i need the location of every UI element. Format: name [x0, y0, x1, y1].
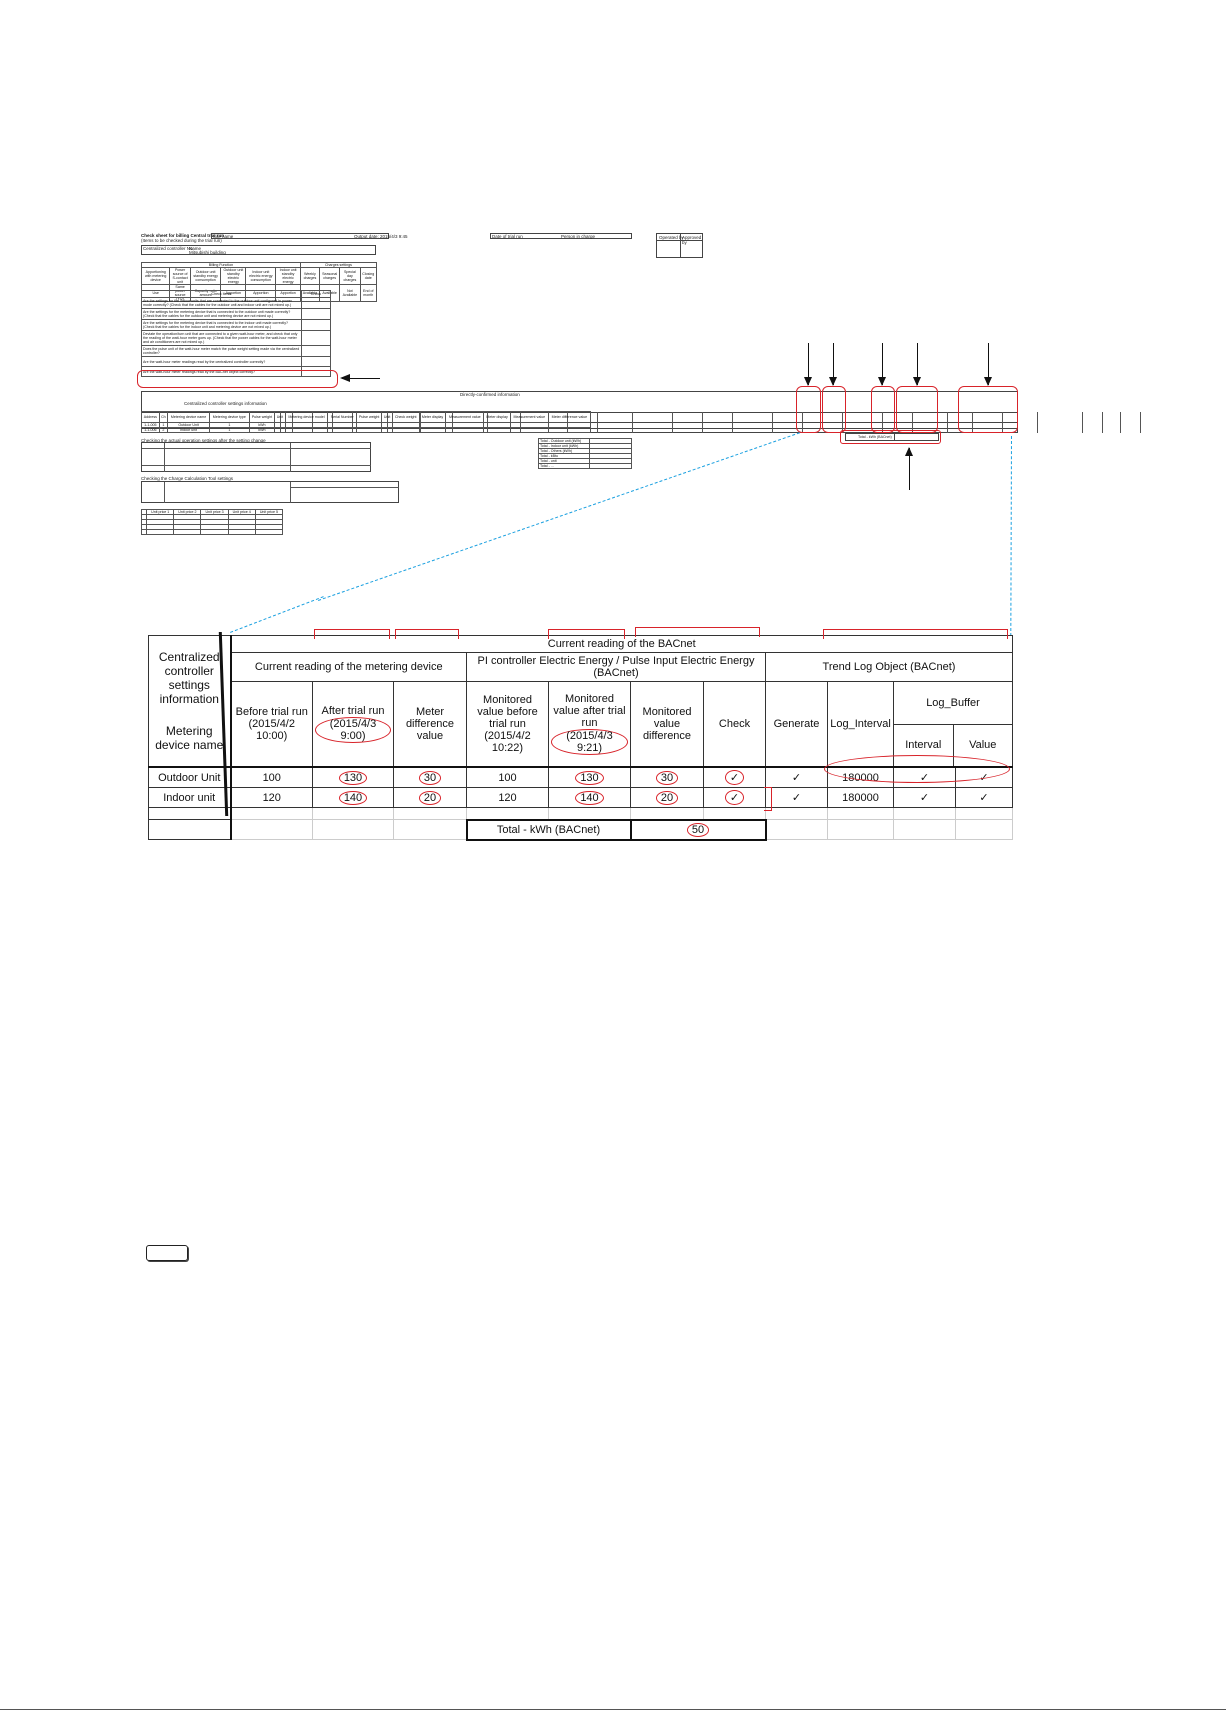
col-before: Before trial run (2015/4/2 10:00)	[230, 681, 313, 768]
bracket-meter-diff	[395, 629, 459, 639]
arrow-down-4	[913, 343, 921, 386]
bracket-after	[314, 629, 390, 639]
check-item-row: Are the settings for the metering device…	[141, 319, 331, 331]
col-after: After trial run(2015/4/3 9:00)	[312, 681, 394, 768]
actual-settings-label: Checking the actual operation settings a…	[141, 438, 266, 443]
totals-mini: Total - Outdoor unit (kWh)Total - Indoor…	[538, 438, 632, 469]
arrow-down-1	[804, 343, 812, 386]
left-header: Centralized controller settings informat…	[148, 635, 232, 768]
col-log-interval: Log_Interval	[827, 681, 894, 768]
col-generate: Generate	[765, 681, 828, 768]
check-item-row: Does the pulse unit of the watt-hour met…	[141, 345, 331, 357]
sheet-subtitle: (Items to be checked during the trial ru…	[141, 238, 222, 243]
col-meter-diff: Meter difference value	[393, 681, 467, 768]
approval-box: Operated by Approved by	[656, 233, 703, 258]
sheet-title: Check sheet for billing Central trial ru…	[141, 233, 225, 238]
col-check: Check	[703, 681, 766, 768]
col-mon-before: Monitored value before trial run (2015/4…	[466, 681, 549, 768]
highlight-monitored-after	[871, 386, 895, 433]
charge-tool-label: Checking the Charge Calculation Tool set…	[141, 476, 233, 481]
controller-info-box: Centralized controller No. Name Mitsubis…	[141, 245, 376, 255]
arrow-down-3	[878, 343, 886, 386]
col-mon-after: Monitored value after trial run(2015/4/3…	[548, 681, 631, 768]
charge-tool-table	[141, 481, 399, 503]
zoomed-table-wrapper: Centralized controller settings informat…	[148, 627, 1013, 841]
total-kwh-mini: Total - kWh (BACnet)	[845, 433, 939, 441]
arrow-up-total	[905, 447, 913, 490]
total-bracket	[764, 787, 772, 811]
site-name-box: Site name	[211, 233, 389, 239]
output-date: Output date: 2015/4/3 9:45	[354, 234, 408, 239]
bracket-trend	[823, 629, 1008, 639]
check-item-row: Are the settings for the indoor units th…	[141, 297, 331, 309]
col-mon-diff: Monitored value difference	[630, 681, 704, 768]
check-item-row: Are the settings for the metering device…	[141, 308, 331, 320]
group-trend: Trend Log Object (BACnet)	[765, 652, 1013, 682]
trial-run-date-box: Date of trial run Person in charge	[490, 233, 632, 239]
footer-rule	[0, 1709, 1226, 1710]
group-pi: PI controller Electric Energy / Pulse In…	[466, 652, 766, 682]
zoomed-reading-table: Centralized controller settings informat…	[148, 635, 1013, 841]
table-row: Indoor unit 120 140 20 120 140 20 ✓ ✓ 18…	[148, 787, 1013, 808]
bracket-mon-diff	[635, 627, 760, 637]
col-interval: Interval	[894, 725, 954, 766]
highlight-meter-diff	[822, 386, 846, 433]
bracket-mon-after	[548, 629, 625, 639]
total-kwh-value: 50	[629, 818, 767, 841]
pointer-arrow-left	[340, 374, 380, 382]
zoom-line-right	[1010, 435, 1012, 636]
check-item-row: Are the watt-hour meter readings read by…	[141, 356, 331, 367]
highlight-trend-log	[958, 386, 1018, 433]
zoom-line-left-lower	[230, 596, 324, 633]
check-item-highlight	[137, 370, 338, 388]
arrow-down-2	[829, 343, 837, 386]
highlight-after-trial	[796, 386, 821, 433]
trend-row-highlight	[824, 755, 1010, 783]
note-key-icon	[146, 1245, 188, 1261]
actual-settings-table	[141, 442, 371, 472]
col-value: Value	[969, 739, 997, 751]
group-bacnet: Current reading of the BACnet	[230, 635, 1013, 653]
col-log-buffer: Log_Buffer Interval Value	[893, 681, 1013, 768]
check-item-row: Deviate the operation/turn unit that are…	[141, 330, 331, 346]
group-meter: Current reading of the metering device	[230, 652, 467, 682]
arrow-down-5	[984, 343, 992, 386]
highlight-monitored-diff	[896, 386, 938, 433]
total-kwh-label: Total - kWh (BACnet)	[465, 818, 632, 841]
